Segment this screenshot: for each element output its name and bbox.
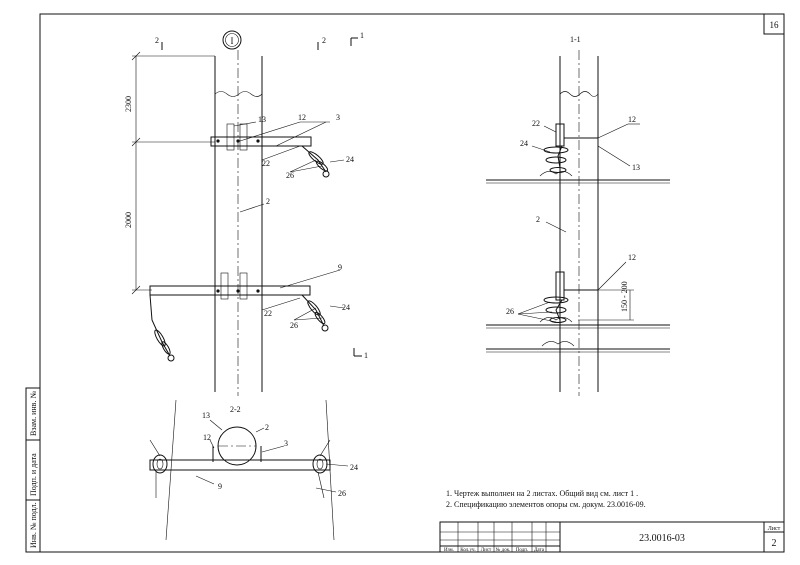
callout-front-2: 2: [266, 197, 270, 206]
callout-front-24: 24: [346, 155, 354, 164]
cut-1-top: 1: [360, 31, 364, 40]
callout-side-13: 13: [632, 163, 640, 172]
callout-plan-12: 12: [203, 433, 211, 442]
callout-front-9: 9: [338, 263, 342, 272]
drawing-notes: 1. Чертеж выполнен на 2 листах. Общий ви…: [446, 488, 646, 510]
callout-front-12: 12: [298, 113, 306, 122]
sheet-value: 2: [772, 538, 777, 549]
stamp-podp-data: Подп. и дата: [29, 453, 38, 496]
callout-side-2: 2: [536, 215, 540, 224]
sheet-number: 16: [770, 20, 780, 30]
tb-col-koluch: Кол.уч.: [460, 548, 476, 553]
callout-front-24b: 24: [342, 303, 350, 312]
view-label-1-1: 1-1: [570, 35, 581, 44]
callout-side-22: 22: [532, 119, 540, 128]
tb-col-list: Лист: [481, 548, 492, 553]
cut-1-bottom: 1: [364, 351, 368, 360]
callout-front-26: 26: [286, 171, 294, 180]
callout-front-22b: 22: [264, 309, 272, 318]
stamp-inv-podl: Инв. № подл.: [29, 502, 38, 548]
callout-plan-13: 13: [202, 411, 210, 420]
view-label-2-2: 2-2: [230, 405, 241, 414]
callout-plan-24: 24: [350, 463, 358, 472]
note-2: 2. Спецификацию элементов опоры см. доку…: [446, 500, 646, 509]
side-view-1-1: 1-1 150 - 200: [486, 35, 670, 396]
tb-col-izm: Изм.: [444, 548, 454, 553]
plan-view-2-2: 2-2 13 2 12 3 9 24 26: [149, 399, 358, 541]
dimension-150-200: 150 - 200: [620, 281, 629, 312]
callout-plan-3: 3: [284, 439, 288, 448]
callout-side-12b: 12: [628, 253, 636, 262]
title-block: Изм. Кол.уч. Лист № док. Подп. Дата 23.0…: [439, 521, 785, 553]
callout-plan-26: 26: [338, 489, 346, 498]
sheet-number-box: [763, 13, 785, 35]
front-view: I 2 2 1 1 2300 2000: [124, 30, 368, 396]
note-1: 1. Чертеж выполнен на 2 листах. Общий ви…: [446, 489, 639, 498]
callout-side-12: 12: [628, 115, 636, 124]
callout-side-24: 24: [520, 139, 528, 148]
section-marker: I: [231, 36, 234, 46]
callout-plan-9: 9: [218, 482, 222, 491]
tb-col-data: Дата: [534, 548, 545, 553]
callout-front-26b: 26: [290, 321, 298, 330]
sheet-label: Лист: [768, 526, 781, 532]
dimension-2000: 2000: [124, 212, 133, 228]
side-stamp-strip: Инв. № подл. Подп. и дата Взам. инв. №: [25, 387, 41, 553]
tb-col-ndok: № док.: [496, 547, 511, 553]
dimension-2300: 2300: [124, 96, 133, 112]
sheet-frame: [39, 13, 785, 553]
callout-front-13: 13: [258, 115, 266, 124]
callout-side-26: 26: [506, 307, 514, 316]
document-code: 23.0016-03: [639, 533, 685, 544]
cut-2-right: 2: [322, 36, 326, 45]
callout-front-22: 22: [262, 159, 270, 168]
tb-col-podp: Подп.: [516, 548, 528, 553]
cut-2-left: 2: [155, 36, 159, 45]
callout-front-3: 3: [336, 113, 340, 122]
callout-plan-2: 2: [265, 423, 269, 432]
stamp-vzam-inv: Взам. инв. №: [29, 391, 38, 436]
